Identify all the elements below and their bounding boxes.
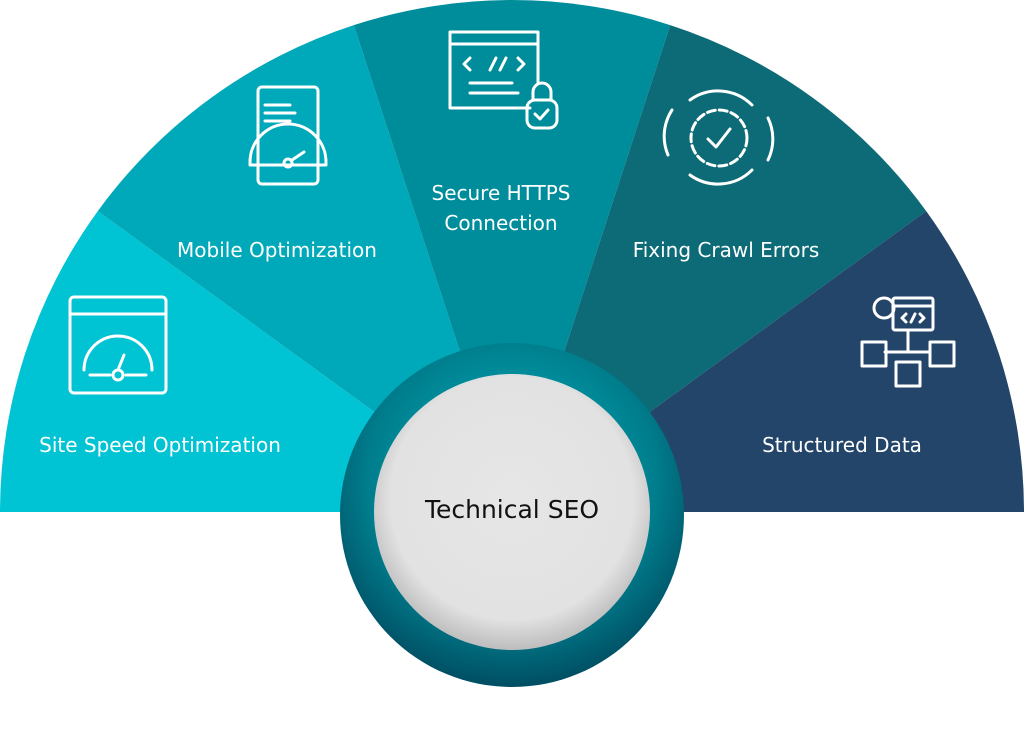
gear-check-cycle-icon bbox=[662, 89, 775, 186]
label-site-speed: Site Speed Optimization bbox=[39, 433, 281, 457]
speedometer-browser-icon bbox=[68, 295, 168, 395]
center-disc bbox=[374, 374, 650, 650]
segment-https bbox=[353, 0, 671, 512]
label-mobile: Mobile Optimization bbox=[177, 238, 377, 262]
label-https-line1: Secure HTTPS bbox=[431, 181, 571, 205]
label-https-line2: Connection bbox=[444, 211, 558, 235]
label-crawl: Fixing Crawl Errors bbox=[632, 238, 820, 262]
code-window-lock-icon bbox=[448, 30, 559, 130]
label-structured: Structured Data bbox=[762, 433, 922, 457]
mobile-gauge-icon bbox=[248, 85, 328, 186]
center-title: Technical SEO bbox=[424, 495, 600, 524]
sitemap-code-icon bbox=[860, 296, 956, 388]
